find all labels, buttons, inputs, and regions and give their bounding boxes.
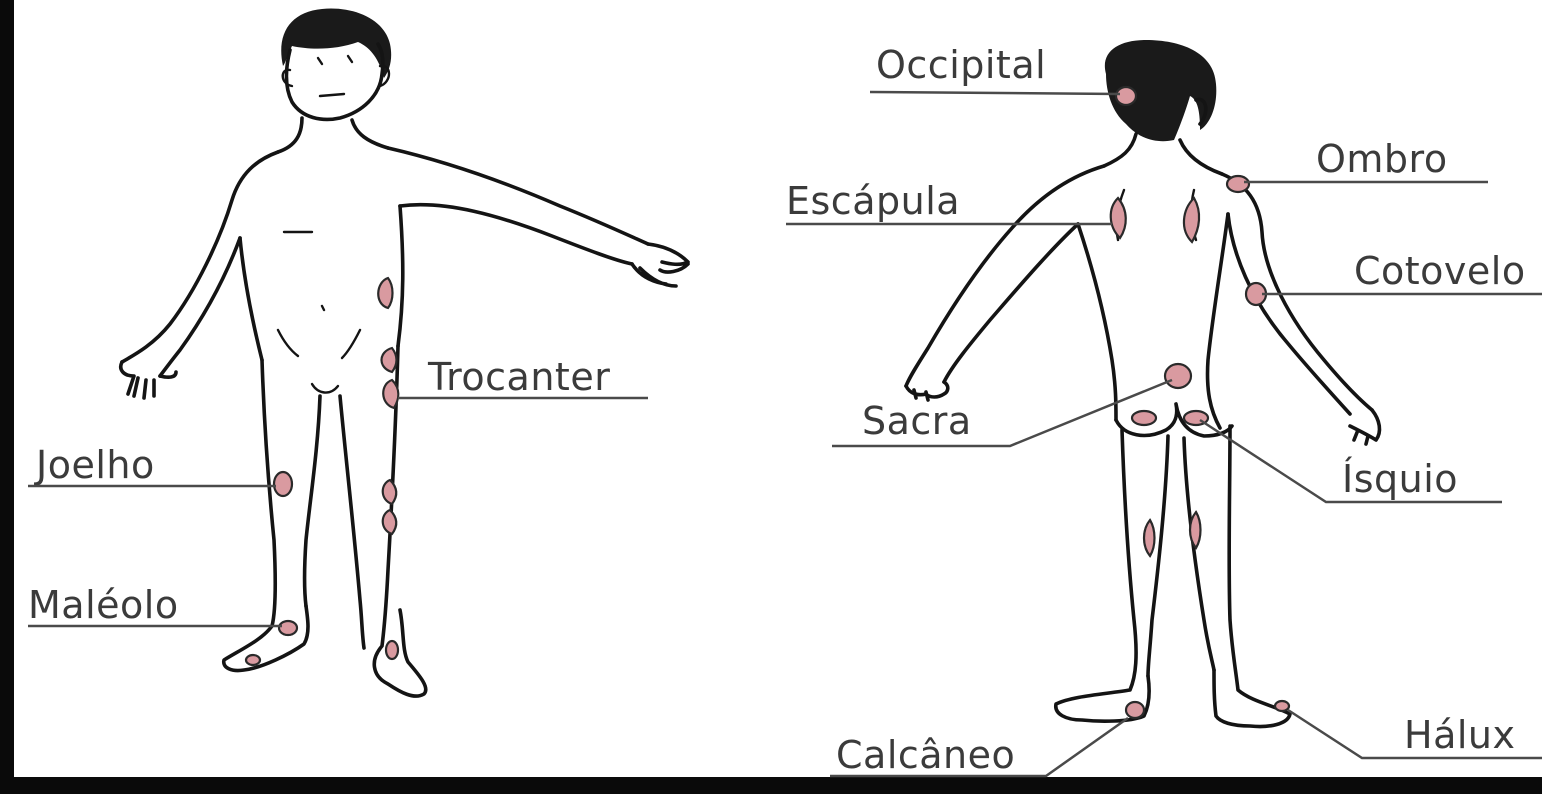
front-point-toe xyxy=(246,655,260,665)
frame-bottom-border xyxy=(0,777,1542,794)
label-occipital: Occipital xyxy=(876,43,1046,87)
label-ombro: Ombro xyxy=(1316,137,1448,181)
label-maleolo: Maléolo xyxy=(28,583,179,627)
label-calcaneo: Calcâneo xyxy=(836,733,1015,777)
back-point-shoulder xyxy=(1227,176,1249,192)
front-point-thigh xyxy=(383,480,397,504)
back-point-heel xyxy=(1126,702,1144,718)
back-point-thigh-right xyxy=(1190,512,1201,548)
label-sacra: Sacra xyxy=(862,399,972,443)
label-cotovelo: Cotovelo xyxy=(1354,249,1526,293)
front-point-knee xyxy=(274,472,292,496)
front-point-thigh-lower xyxy=(383,510,397,534)
label-halux: Hálux xyxy=(1404,713,1516,757)
front-point-malleolus xyxy=(279,621,297,635)
frame-left-border xyxy=(0,0,14,794)
label-joelho: Joelho xyxy=(34,443,155,487)
back-point-hallux xyxy=(1275,701,1289,711)
back-point-thigh-left xyxy=(1144,520,1155,556)
label-escapula: Escápula xyxy=(786,179,960,223)
back-point-sacrum xyxy=(1165,364,1191,388)
back-point-ischium-left xyxy=(1132,411,1156,425)
label-isquio: Ísquio xyxy=(1342,457,1458,501)
label-trocanter: Trocanter xyxy=(427,355,610,399)
front-point-heel-right xyxy=(386,641,398,659)
back-point-occipital xyxy=(1116,87,1136,105)
